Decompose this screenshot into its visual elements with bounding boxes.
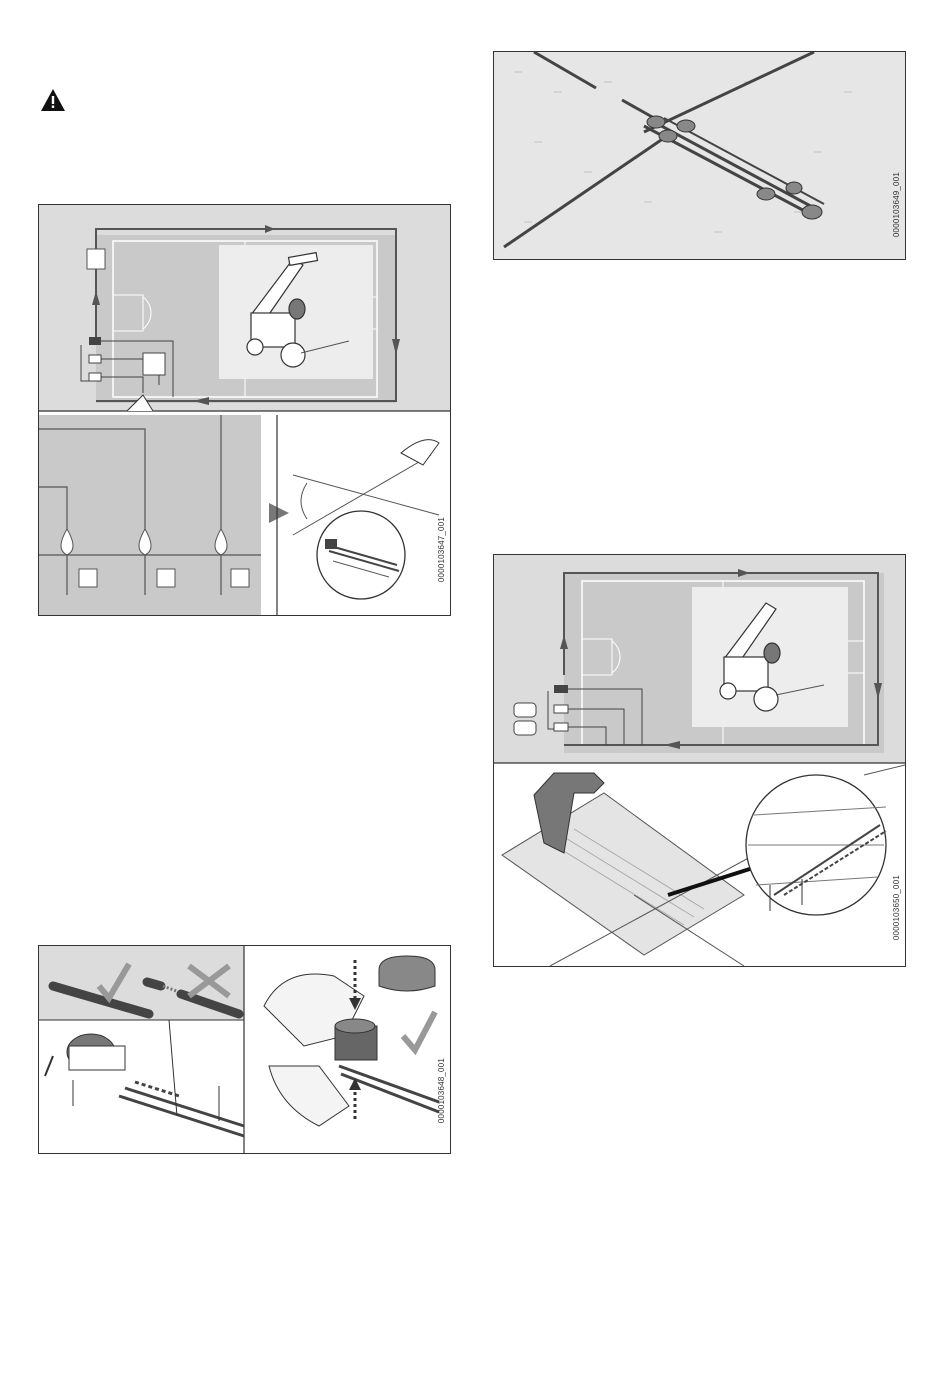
- figure-code: 0000103648_001: [437, 1058, 446, 1123]
- figure-wire-pegs: 0000103649_001: [493, 51, 906, 260]
- figure-code: 0000103650_001: [892, 875, 901, 940]
- figure-wire-loop-splice: 0000103647_001: [38, 204, 451, 616]
- figure-code: 0000103647_001: [437, 517, 446, 582]
- warning-triangle-icon: [40, 88, 66, 112]
- figure-connector-crimping: 0000103648_001: [38, 945, 451, 1154]
- figure-docking-station-wire: 0000103650_001: [493, 554, 906, 967]
- figure-code: 0000103649_001: [892, 172, 901, 237]
